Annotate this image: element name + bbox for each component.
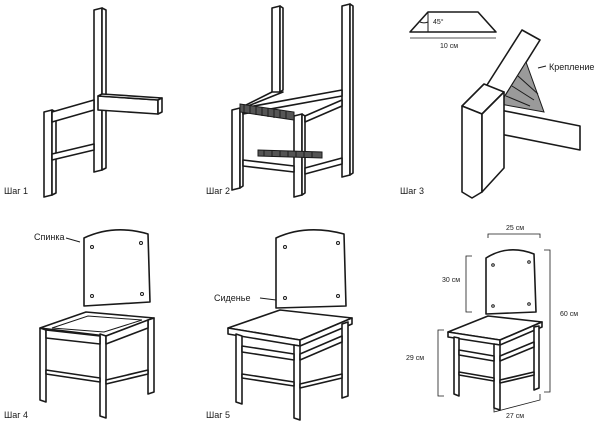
mount-callout: Крепление xyxy=(549,62,594,72)
step-1-label: Шаг 1 xyxy=(4,186,28,196)
seat-callout: Сиденье xyxy=(214,293,250,303)
step-3-label: Шаг 3 xyxy=(400,186,424,196)
step-2-label: Шаг 2 xyxy=(206,186,230,196)
dim-seat-height: 29 см xyxy=(406,355,424,362)
step-5-label: Шаг 5 xyxy=(206,410,230,420)
step-2-figure xyxy=(231,3,354,198)
step-5-figure xyxy=(227,229,353,421)
step-3-joint-detail xyxy=(461,29,581,199)
step-4-figure xyxy=(39,229,155,419)
bevel-length-label: 10 см xyxy=(440,43,458,50)
step-4-label: Шаг 4 xyxy=(4,410,28,420)
bevel-angle-label: 45° xyxy=(433,18,444,26)
back-callout: Спинка xyxy=(34,232,65,242)
dim-seat-depth: 27 см xyxy=(506,413,524,420)
dimension-lines: 25 см 30 см 60 см 29 см 27 см xyxy=(406,225,578,420)
dim-seat-width: 25 см xyxy=(506,225,524,232)
dim-total-height: 60 см xyxy=(560,311,578,318)
final-chair-figure xyxy=(447,249,543,411)
step-1-figure xyxy=(43,7,163,198)
step-3-bevel-piece: 45° 10 см xyxy=(409,11,497,50)
dim-back-height: 30 см xyxy=(442,277,460,284)
